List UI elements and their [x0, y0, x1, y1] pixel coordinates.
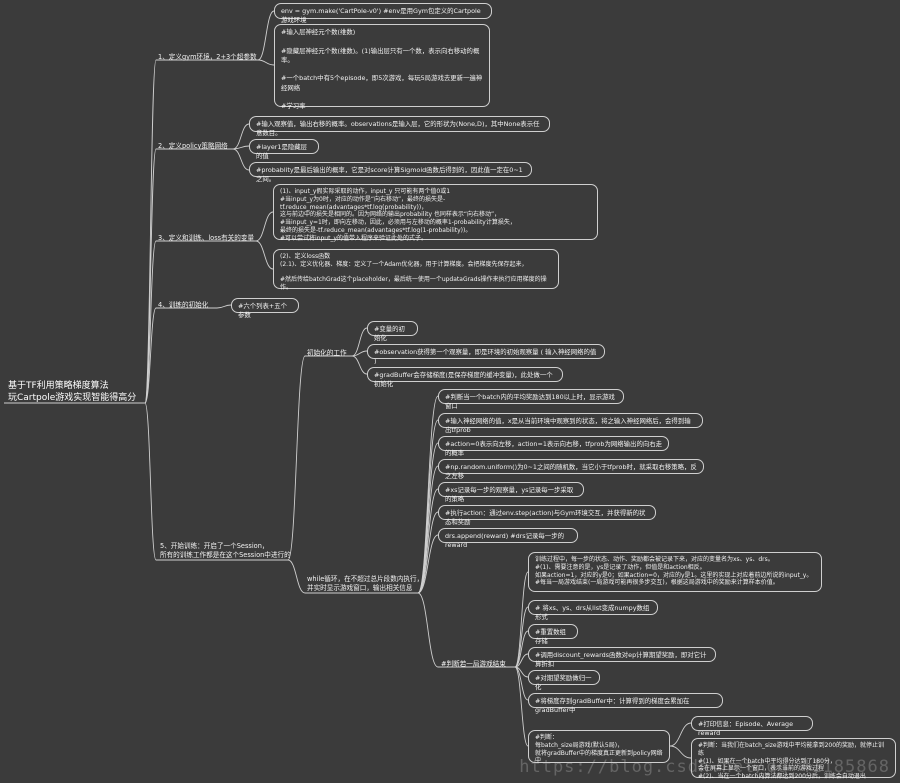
- connector-line: [257, 59, 275, 66]
- connector-line: [514, 666, 529, 747]
- init-gradbuffer-node[interactable]: #gradBuffer会存储梯度(是保存梯度的缓冲变量)，此处做一个初始化: [367, 367, 563, 388]
- connector-line: [514, 630, 529, 668]
- while-input-node[interactable]: #输入神经网络的值，x是从当前环境中观察到的状态，将之输入神经网络后，会得到输出…: [438, 413, 703, 434]
- connector-line: [287, 559, 306, 594]
- branch-4-label[interactable]: 4、训练的初始化: [158, 301, 209, 309]
- branch-3-input-y-node[interactable]: (1)、input_y假实际采取的动作，input_y 只可能有两个值0或1 #…: [273, 184, 598, 242]
- connector-line: [514, 571, 529, 668]
- connector-line: [255, 240, 274, 270]
- root-link-3: [144, 240, 157, 404]
- connector-line: [351, 327, 368, 357]
- branch-2-layer1-node[interactable]: #layer1是隐藏层的值: [249, 139, 319, 160]
- branch-3-loss-node[interactable]: (2)、定义loss函数 (2.1)、定义优化器、梯度：定义了一个Adam优化器…: [273, 249, 559, 291]
- episode-gradbuffer-node[interactable]: #将梯度存到gradBuffer中：计算得到的梯度会累加在gradBuffer中: [528, 693, 723, 714]
- connector-line: [257, 10, 275, 61]
- while-action-node[interactable]: #action=0表示向左移，action=1表示向右移，tfprob为网络输出…: [438, 436, 669, 457]
- episode-record-node[interactable]: 训练过程中，每一步的状态、动作、奖励都会被记录下来，对应的变量名为xs、ys、d…: [528, 552, 822, 592]
- connector-line: [216, 304, 232, 309]
- connector-line: [232, 145, 250, 150]
- connector-line: [232, 148, 250, 171]
- root-link-4: [144, 307, 157, 404]
- init-variables-node[interactable]: #变量的初始化: [367, 321, 418, 342]
- while-loop-label[interactable]: while循环，在不超过总片段数内执行， 并实时显示游戏窗口，输出相关信息: [307, 575, 424, 593]
- branch-1-hyperparams-node[interactable]: #输入层神经元个数(维数) #隐藏层神经元个数(维数)。(1)输出层只有一个数，…: [274, 24, 490, 129]
- episode-normalize-node[interactable]: #对期望奖励做归一化: [528, 670, 600, 691]
- connector-line: [417, 419, 439, 594]
- while-display-node[interactable]: #判断当一个batch内的平均奖励达到180以上时，显示游戏窗口: [438, 389, 624, 410]
- stop-training-node[interactable]: #判断：当我们在batch_size游戏中平均能拿到200的奖励，就停止训练 #…: [691, 738, 896, 780]
- connector-line: [255, 211, 274, 242]
- branch-5-label[interactable]: 5、开始训练：开启了一个Session， 所有的训练工作都是在这个Session…: [160, 542, 291, 560]
- batch-judge-node[interactable]: #判断： 每batch_size局游戏(默认5局)， 就将gradBuffer中…: [528, 730, 670, 764]
- connector-line: [669, 722, 692, 747]
- root-link-2: [144, 148, 157, 404]
- root-topic[interactable]: 基于TF利用策略梯度算法 玩Cartpole游戏实现智能得高分: [8, 381, 137, 404]
- connector-line: [417, 465, 439, 594]
- connector-line: [417, 511, 439, 594]
- print-info-node[interactable]: #打印信息：Episode、Average reward: [691, 716, 813, 737]
- connector-line: [287, 355, 306, 561]
- init-work-label[interactable]: 初始化的工作: [307, 349, 347, 357]
- branch-2-observations-node[interactable]: #输入观察值，输出右移的概率。observations是输入层，它的形状为(No…: [249, 116, 550, 137]
- episode-numpy-node[interactable]: # 将xs、ys、drs从list变成numpy数组形式: [528, 600, 658, 621]
- episode-end-label[interactable]: #判断若一局游戏结束: [441, 660, 506, 668]
- while-env-step-node[interactable]: #执行action：通过env.step(action)与Gym环境交互，并获得…: [438, 505, 656, 526]
- connector-line: [417, 534, 439, 594]
- branch-2-label[interactable]: 2、定义policy策略网络: [158, 142, 228, 150]
- connector-line: [351, 355, 368, 375]
- while-random-node[interactable]: #np.random.uniform()为0~1之间的随机数，当它小于tfpro…: [438, 459, 704, 480]
- branch-1-label[interactable]: 1、定义gym环境，2+3个超参数: [158, 53, 257, 61]
- branch-3-label[interactable]: 3、定义和训练、loss有关的变量: [158, 234, 255, 242]
- connector-line: [669, 745, 692, 759]
- branch-1-env-node[interactable]: env = gym.make('CartPole-v0') #env是用Gym包…: [274, 3, 492, 24]
- connector-line: [417, 442, 439, 594]
- branch-2-probability-node[interactable]: #probablity是最后输出的概率，它是对score计算Sigmoid函数后…: [249, 162, 532, 183]
- branch-4-init-node[interactable]: #六个列表+五个参数: [231, 298, 299, 319]
- while-drs-node[interactable]: drs.append(reward) #drs记录每一步的reward: [438, 528, 578, 549]
- root-link-5: [144, 402, 157, 561]
- connector-line: [232, 123, 250, 150]
- while-xs-ys-node[interactable]: #xs记录每一步的观察量，ys记录每一步采取的策略: [438, 482, 584, 503]
- init-observation-node[interactable]: #observation获得第一个观察量，即是环境的初始观察量 ( 输入神经网络…: [367, 344, 605, 365]
- connector-line: [417, 488, 439, 594]
- episode-reset-node[interactable]: #重置数组存储: [528, 624, 578, 645]
- connector-line: [417, 592, 439, 668]
- watermark: https://blog.csdn.net/qq_41185868: [519, 757, 890, 777]
- connector-line: [514, 653, 529, 668]
- episode-discount-node[interactable]: #调用discount_rewards函数对ep计算期望奖励，即对它计算折扣: [528, 647, 716, 668]
